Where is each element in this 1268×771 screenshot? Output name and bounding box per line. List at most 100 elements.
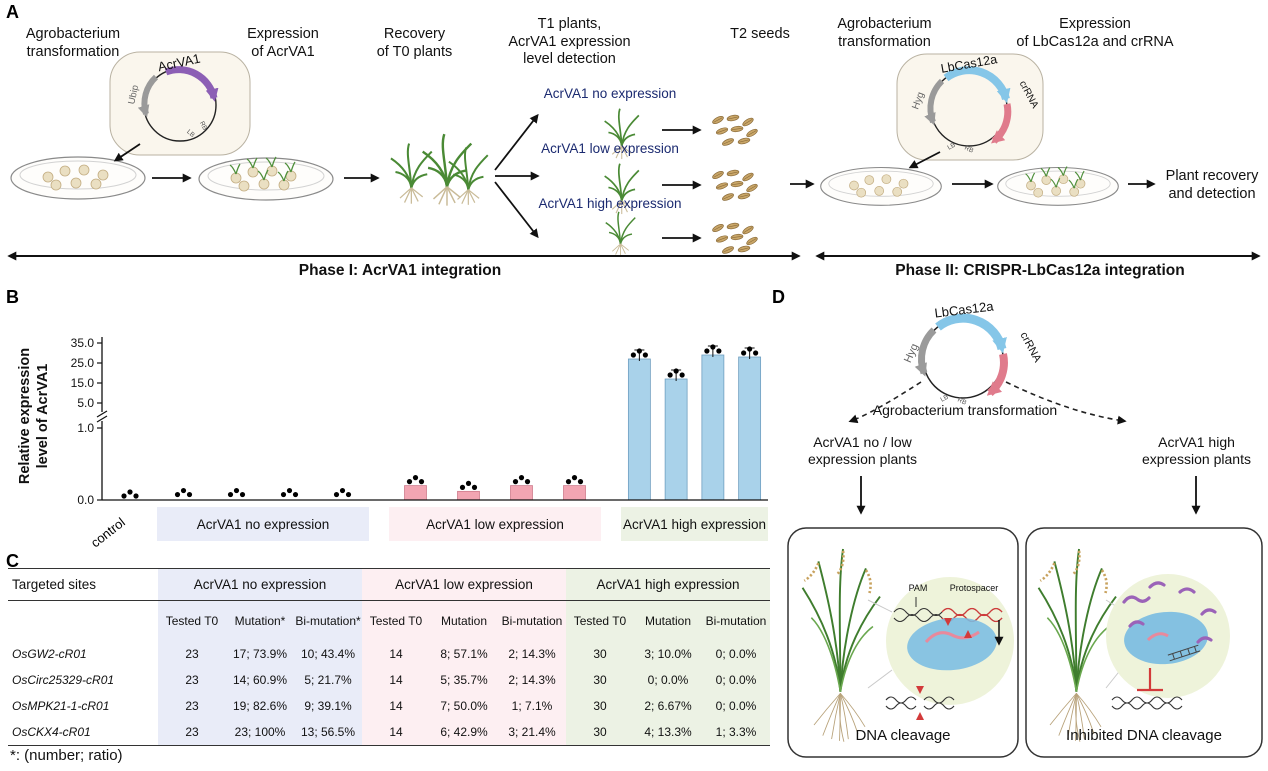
panel-d-graphics: [787, 313, 1263, 758]
t2-seeds-1: [711, 114, 758, 147]
table-cell: 30: [593, 673, 607, 687]
step-expression-lbcas12a: Expression of LbCas12a and crRNA: [1016, 16, 1174, 50]
panel-a-label: A: [6, 2, 19, 22]
step-plant-recovery-detection: Plant recovery and detection: [1165, 168, 1259, 202]
hyg-marker-arrow: [914, 327, 937, 377]
protospacer-label: Protospacer: [949, 583, 999, 593]
step-agro-transformation-1: Agrobacterium transformation: [25, 26, 121, 60]
band-high-expression: [566, 569, 770, 745]
group-header-high: AcrVA1 high expression: [596, 577, 740, 592]
table-cell: 3; 10.0%: [644, 647, 692, 661]
sub-header: Mutation: [440, 614, 488, 628]
lbcas12a-gene-arrow: [943, 66, 1011, 104]
site-name: OsMPK21-1-cR01: [12, 699, 110, 713]
lbcas12a-protein: [1124, 611, 1208, 665]
petri-dish-calli-1: [10, 156, 146, 200]
table-cell: 6; 42.9%: [440, 725, 488, 739]
protospacer-strand: [941, 607, 1003, 617]
group-header-low: AcrVA1 low expression: [395, 577, 533, 592]
table-cell: 14: [389, 725, 403, 739]
table-cell: 0; 0.0%: [647, 673, 689, 687]
pam-label: PAM: [908, 583, 928, 593]
branch-low-expression-label: AcrVA1 low expression: [541, 141, 679, 156]
table-cell: 23: [185, 725, 199, 739]
table-row: OsCirc25329-cR01 23 14; 60.9% 5; 21.7% 1…: [8, 667, 770, 693]
table-cell: 1; 7.1%: [511, 699, 553, 713]
table-cell: 9; 39.1%: [304, 699, 352, 713]
table-cell: 14; 60.9%: [232, 673, 288, 687]
plasmid-acrva1-diagram: [109, 51, 251, 156]
site-name: OsCirc25329-cR01: [12, 673, 115, 687]
table-cell: 23: [185, 647, 199, 661]
branch-no-expression-label: AcrVA1 no expression: [543, 86, 677, 101]
inhibited-cleavage-caption: Inhibited DNA cleavage: [1066, 727, 1222, 744]
table-cell: 13; 56.5%: [300, 725, 356, 739]
lbcas12a-protein: [907, 617, 997, 671]
table-cell: 5; 21.7%: [304, 673, 352, 687]
sub-header: Tested T0: [369, 614, 423, 628]
bound-dna-stub: [1167, 644, 1201, 662]
petri-dish-sprouts-1: [199, 157, 333, 200]
hyg-marker-arrow: [924, 78, 945, 126]
branch-down-arrows: [856, 476, 1201, 515]
crrna-arrow: [986, 353, 1008, 397]
arrow: [113, 143, 141, 162]
table-cell: 2; 6.67%: [644, 699, 692, 713]
phase1-caption: Phase I: AcrVA1 integration: [298, 262, 502, 279]
table-cell: 5; 35.7%: [440, 673, 488, 687]
group-header-no: AcrVA1 no expression: [193, 577, 327, 592]
t2-seeds-3: [711, 222, 758, 255]
table-cell: 0; 0.0%: [715, 647, 757, 661]
dna-cleavage-caption: DNA cleavage: [855, 727, 951, 744]
inhibition-symbol: [1137, 668, 1163, 692]
sub-header: Mutation: [644, 614, 692, 628]
lbcas12a-gene-arrow: [935, 313, 1007, 354]
sub-header: Tested T0: [165, 614, 219, 628]
table-cell: 7; 50.0%: [440, 699, 488, 713]
mutation-table: Targeted sites AcrVA1 no expression AcrV…: [8, 568, 770, 746]
zoom-inhibited-cleavage: [1105, 574, 1230, 698]
plasmid-lbcas12a-diagram: [896, 53, 1044, 161]
table-cell: 8; 57.1%: [440, 647, 488, 661]
svg-text:AcrVA1 no expression: AcrVA1 no expression: [197, 517, 330, 532]
sub-header: Bi-mutation: [705, 614, 767, 628]
step-expression-acrva1: Expression of AcrVA1: [247, 26, 319, 60]
table-sub-header-row: Tested T0 Mutation* Bi-mutation* Tested …: [8, 601, 770, 641]
cut-arrow-down: [916, 686, 924, 694]
table-cell: 23; 100%: [234, 725, 286, 739]
t2-seeds-label: T2 seeds: [730, 26, 790, 42]
svg-text:35.0: 35.0: [71, 336, 95, 350]
table-group-header-row: Targeted sites AcrVA1 no expression AcrV…: [8, 569, 770, 601]
table-cell: 0; 0.0%: [715, 699, 757, 713]
arrow: [494, 113, 539, 171]
dashed-arrow-left: [848, 381, 922, 424]
acrva1-proteins: [1122, 581, 1217, 644]
cut-arrow-up: [916, 712, 924, 720]
table-row: OsGW2-cR01 23 17; 73.9% 10; 43.4% 14 8; …: [8, 641, 770, 667]
table-cell: 2; 14.3%: [508, 647, 556, 661]
table-cell: 4; 13.3%: [644, 725, 692, 739]
cleavage-arrow-down: [944, 618, 952, 626]
zoom-dna-cleavage: [867, 577, 1014, 705]
table-cell: 10; 43.4%: [300, 647, 356, 661]
svg-text:25.0: 25.0: [71, 356, 95, 370]
col-targeted-sites: Targeted sites: [12, 577, 97, 592]
dashed-arrow-right: [1005, 381, 1127, 425]
sub-header: Bi-mutation: [501, 614, 563, 628]
cleavage-arrow-up: [964, 630, 972, 638]
svg-text:1.0: 1.0: [77, 421, 94, 435]
acrva1-gene-arrow: [164, 66, 219, 102]
svg-text:AcrVA1 low expression: AcrVA1 low expression: [426, 517, 564, 532]
svg-text:5.0: 5.0: [77, 396, 94, 410]
site-name: OsCKX4-cR01: [12, 725, 91, 739]
workflow-arrows: [113, 113, 1156, 243]
cleaved-dna: [885, 686, 955, 720]
table-cell: 30: [593, 725, 607, 739]
arrow: [494, 181, 539, 239]
svg-text:0.0: 0.0: [77, 493, 94, 507]
no-low-expression-plants-label: AcrVA1 no / low expression plants: [808, 434, 917, 468]
intact-dna: [1111, 668, 1183, 710]
high-expression-plants-label: AcrVA1 high expression plants: [1142, 434, 1251, 468]
step-agro-transformation-2: Agrobacterium transformation: [837, 16, 932, 50]
panel-d-label: D: [772, 287, 785, 307]
